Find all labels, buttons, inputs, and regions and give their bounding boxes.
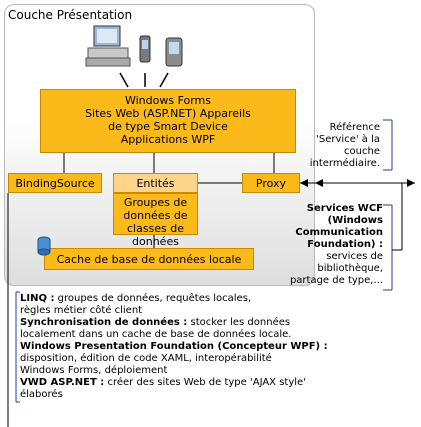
note-text: stocker les données — [187, 317, 291, 328]
wcf-body-line: services de — [326, 251, 383, 262]
dataset-groups-line: Groupes de — [123, 196, 188, 209]
wcf-title-line: Communication — [295, 227, 383, 238]
client-apps-line: de type Smart Device — [108, 120, 228, 133]
note-linq-cont: règles métier côté client — [20, 305, 143, 316]
note-heading: Synchronisation de données : — [20, 317, 188, 328]
service-reference-line: Référence — [329, 122, 380, 133]
wcf-body-line: bibliothèque, — [317, 263, 383, 274]
dataset-groups-box: Groupes de données de classes de données — [113, 193, 198, 248]
wcf-note: Services WCF (Windows Communication Foun… — [285, 203, 383, 287]
proxy-label: Proxy — [255, 177, 287, 190]
binding-source-label: BindingSource — [15, 177, 95, 190]
local-cache-box: Cache de base de données locale — [44, 248, 254, 270]
client-apps-line: Windows Forms — [124, 94, 212, 107]
note-vwd: VWD ASP.NET : créer des sites Web de typ… — [20, 377, 415, 389]
proxy-box: Proxy — [242, 173, 300, 193]
dataset-groups-line: classes de données — [126, 222, 185, 248]
note-wpf-cont2: Windows Forms, déploiement — [20, 365, 168, 376]
feature-notes: LINQ : groupes de données, requêtes loca… — [20, 293, 415, 401]
service-reference-line: intermédiaire. — [309, 158, 380, 169]
client-apps-line: Applications WPF — [120, 133, 216, 146]
note-text: groupes de données, requêtes locales, — [54, 293, 252, 304]
note-heading: LINQ : — [20, 293, 55, 304]
note-wpf: Windows Presentation Foundation (Concept… — [20, 341, 415, 353]
binding-source-box: BindingSource — [8, 173, 102, 193]
client-apps-line: Sites Web (ASP.NET) Appareils — [85, 107, 251, 120]
note-sync: Synchronisation de données : stocker les… — [20, 317, 415, 329]
database-icon — [37, 236, 51, 256]
local-cache-label: Cache de base de données locale — [56, 253, 242, 266]
wcf-title-line: (Windows — [327, 215, 383, 226]
entities-label: Entités — [136, 177, 175, 190]
wcf-title-line: Foundation) : — [307, 239, 383, 250]
wcf-body-line: partage de type,... — [289, 275, 383, 286]
note-heading: Windows Presentation Foundation (Concept… — [20, 341, 328, 352]
service-reference-line: 'Service' à la — [316, 134, 380, 145]
note-heading: VWD ASP.NET : — [20, 377, 105, 388]
service-reference-line: couche — [344, 146, 380, 157]
dataset-groups-line: données de — [123, 209, 188, 222]
note-vwd-cont: élaborés — [20, 389, 63, 400]
note-sync-cont: localement dans un cache de base de donn… — [20, 329, 292, 340]
entities-box: Entités — [113, 173, 198, 193]
note-linq: LINQ : groupes de données, requêtes loca… — [20, 293, 415, 305]
client-apps-box: Windows Forms Sites Web (ASP.NET) Appare… — [40, 89, 296, 153]
panel-title: Couche Présentation — [8, 8, 133, 22]
note-text: créer des sites Web de type 'AJAX style' — [104, 377, 306, 388]
service-reference-note: Référence 'Service' à la couche interméd… — [300, 122, 380, 170]
client-devices-icon — [85, 25, 183, 67]
note-wpf-cont: disposition, édition de code XAML, inter… — [20, 353, 272, 364]
wcf-title-line: Services WCF — [306, 203, 383, 214]
